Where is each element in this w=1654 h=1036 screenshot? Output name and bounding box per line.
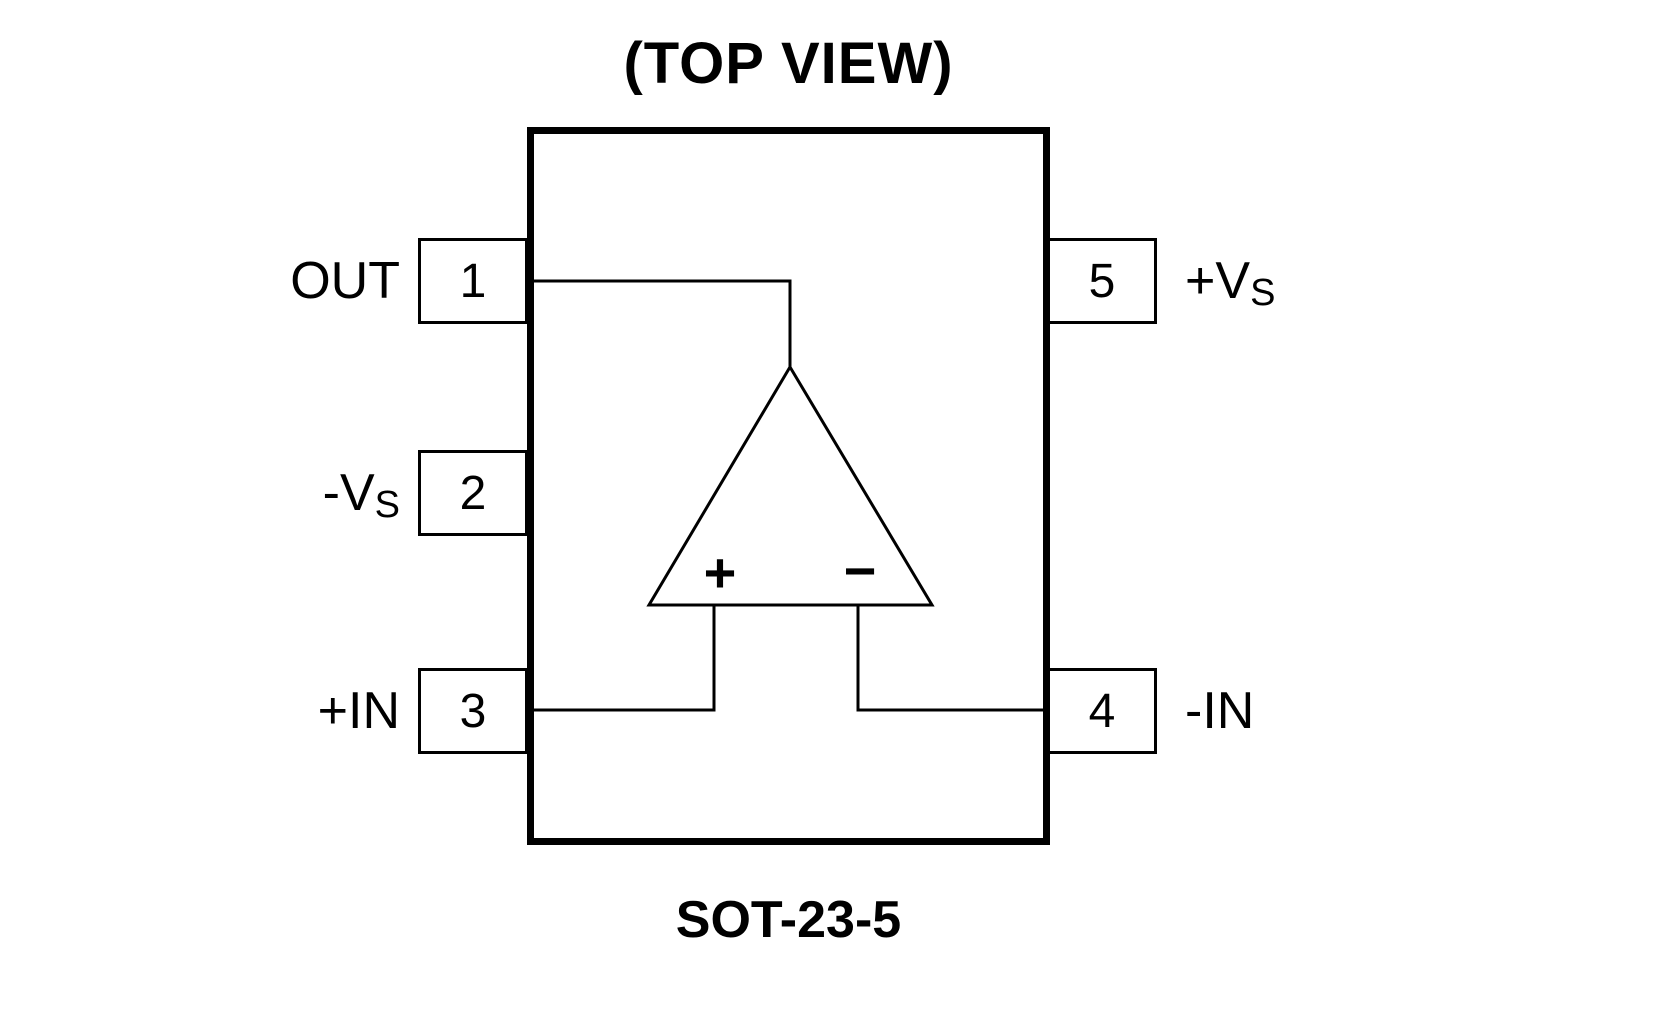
pin-5-number: 5: [1088, 254, 1116, 308]
pin-4-box: 4: [1047, 668, 1157, 754]
pin-5-label-subscript: S: [1250, 271, 1276, 314]
opamp-minus-symbol: −: [843, 538, 877, 602]
pin-5-box: 5: [1047, 238, 1157, 324]
pin-3-number: 3: [459, 684, 487, 738]
pin-1-number: 1: [459, 254, 487, 308]
pin-1-label: OUT: [290, 252, 400, 310]
pin-3-label: +IN: [317, 682, 400, 740]
pin-5-label: +VS: [1185, 252, 1276, 314]
pin-3-box: 3: [418, 668, 528, 754]
diagram-title: (TOP VIEW): [623, 31, 954, 96]
pin-4-label: -IN: [1185, 682, 1255, 740]
package-name: SOT-23-5: [675, 891, 902, 949]
pin-2-box: 2: [418, 450, 528, 536]
pin-1-box: 1: [418, 238, 528, 324]
pin-2-label-subscript: S: [374, 483, 400, 526]
opamp-plus-symbol: +: [703, 540, 737, 604]
pin-2-label: -VS: [322, 464, 400, 526]
pin-2-number: 2: [459, 466, 487, 520]
pin-4-number: 4: [1088, 684, 1116, 738]
package-outline: [527, 127, 1050, 845]
